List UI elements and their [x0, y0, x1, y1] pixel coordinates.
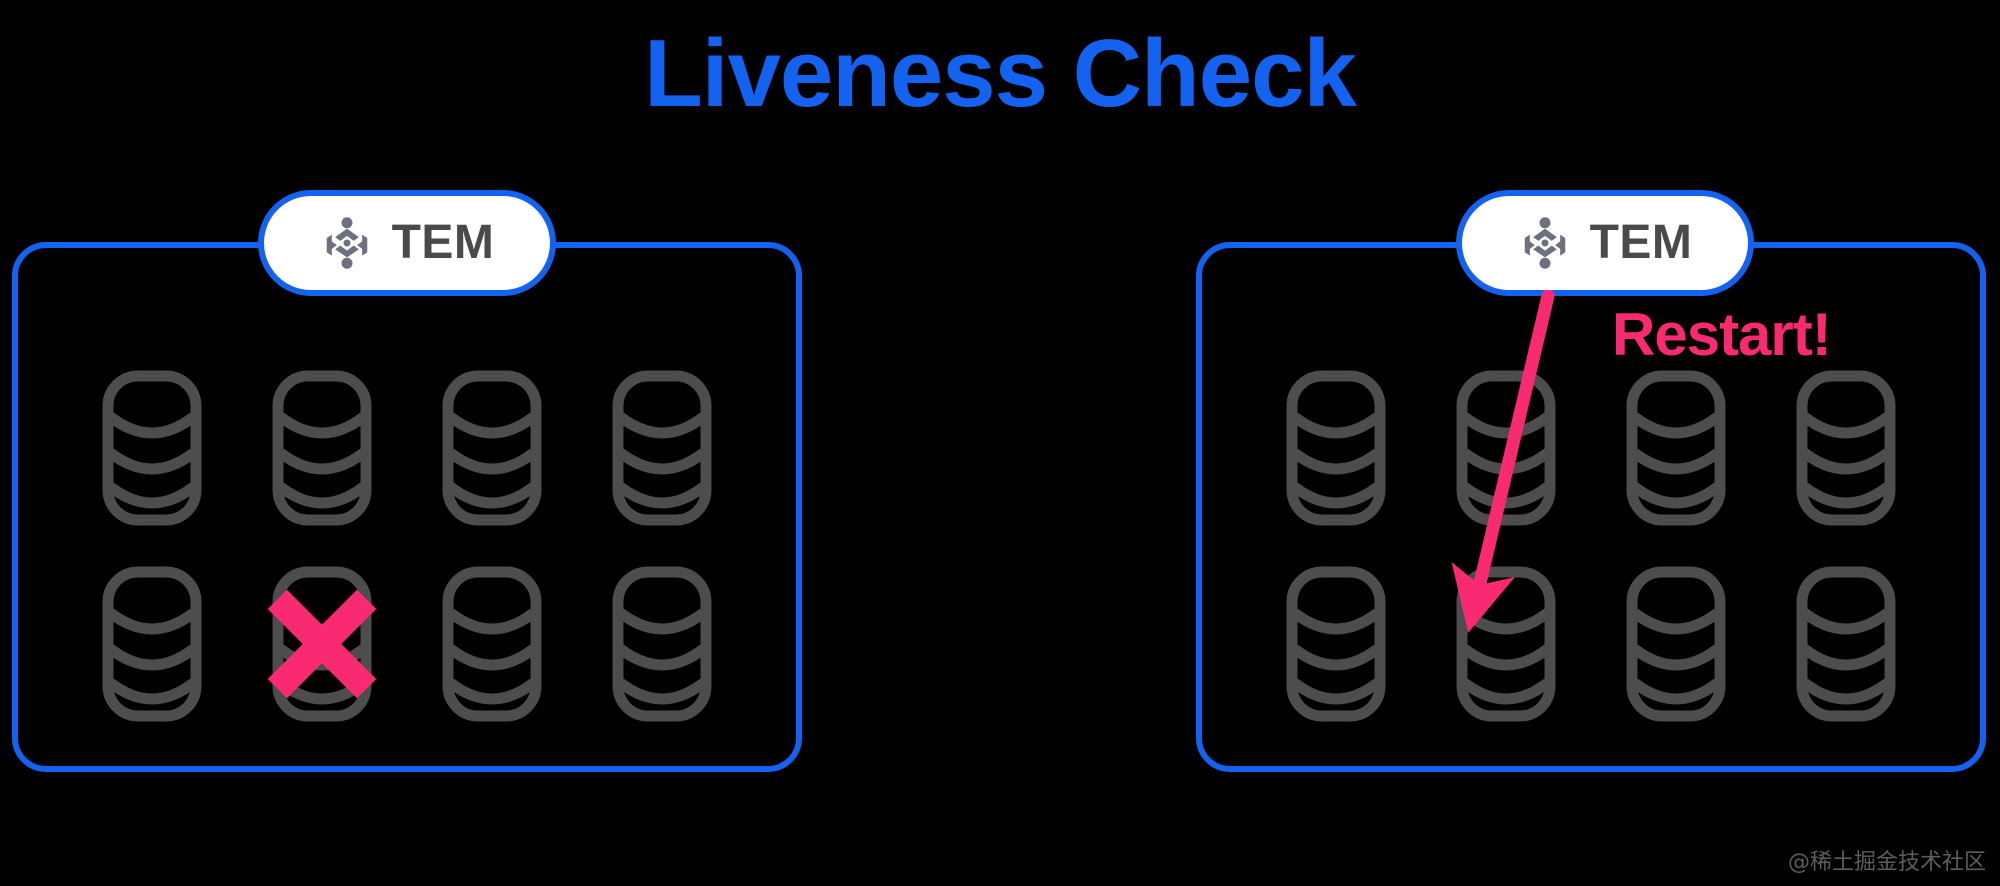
database-node[interactable] [1617, 362, 1735, 534]
database-icon [1796, 566, 1896, 722]
database-node[interactable] [433, 558, 551, 730]
database-icon [1456, 566, 1556, 722]
tem-badge-label: TEM [391, 216, 495, 269]
database-node-failed[interactable] [263, 558, 381, 730]
database-icon [102, 566, 202, 722]
database-icon [612, 566, 712, 722]
database-node[interactable] [433, 362, 551, 534]
database-icon [102, 370, 202, 526]
tem-badge-left[interactable]: TEM [258, 190, 556, 296]
watermark: @稀土掘金技术社区 [1787, 850, 1986, 875]
database-icon [272, 566, 372, 722]
database-node[interactable] [603, 362, 721, 534]
database-grid-right [1277, 358, 1905, 734]
page-title: Liveness Check [644, 20, 1357, 127]
database-node[interactable] [1617, 558, 1735, 730]
database-icon [1286, 566, 1386, 722]
database-icon [1286, 370, 1386, 526]
database-node-restarting[interactable] [1447, 558, 1565, 730]
database-node[interactable] [1787, 362, 1905, 534]
database-node[interactable] [93, 558, 211, 730]
tem-layers-logo-icon [1524, 217, 1565, 269]
database-icon [1796, 370, 1896, 526]
restart-annotation-label: Restart! [1612, 301, 1832, 368]
database-node[interactable] [263, 362, 381, 534]
tem-badge-label: TEM [1589, 216, 1693, 269]
cluster-panel-left [12, 242, 802, 772]
tem-layers-logo-icon [326, 217, 367, 269]
cluster-panel-right [1196, 242, 1986, 772]
database-icon [272, 370, 372, 526]
database-icon [1626, 370, 1726, 526]
database-icon [442, 566, 542, 722]
database-node[interactable] [1277, 362, 1395, 534]
database-icon [442, 370, 542, 526]
database-node[interactable] [1447, 362, 1565, 534]
database-icon [1456, 370, 1556, 526]
tem-badge-right[interactable]: TEM [1456, 190, 1754, 296]
database-node[interactable] [1277, 558, 1395, 730]
database-icon [1626, 566, 1726, 722]
database-grid-left [93, 358, 721, 734]
database-node[interactable] [603, 558, 721, 730]
database-node[interactable] [1787, 558, 1905, 730]
database-node[interactable] [93, 362, 211, 534]
database-icon [612, 370, 712, 526]
